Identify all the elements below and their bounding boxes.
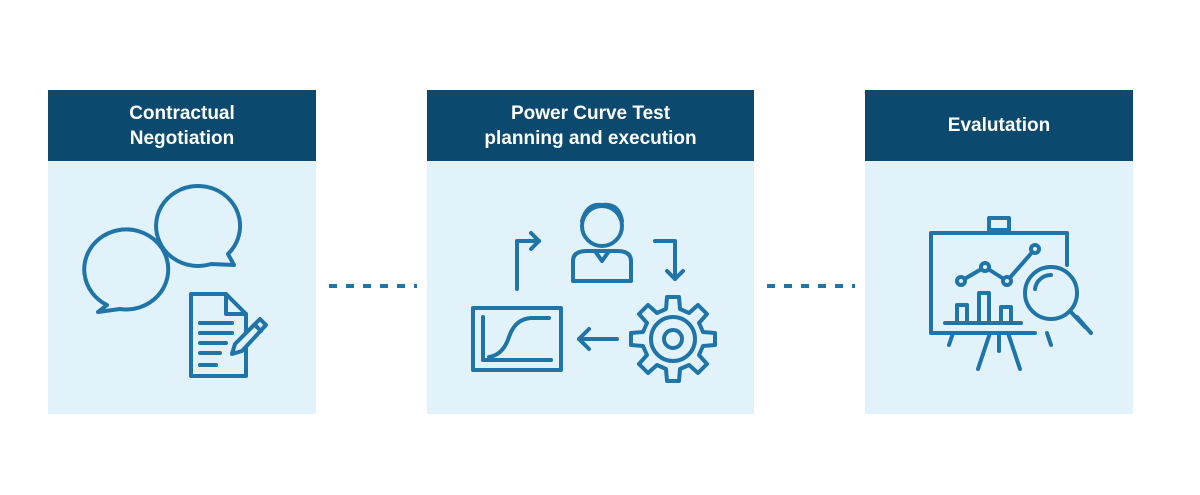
workflow-cycle-icon (427, 161, 754, 414)
dotted-connector (329, 284, 417, 288)
step-title-line1: Power Curve Test (510, 102, 671, 124)
curve-chart-icon (471, 306, 563, 372)
person-icon (571, 202, 633, 283)
magnifier-icon (1023, 265, 1093, 335)
step-card-evalutation: Evalutation (865, 90, 1133, 414)
gear-icon (629, 295, 717, 383)
presentation-analysis-icon (865, 161, 1133, 414)
step-header: Contractual Negotiation (48, 90, 316, 161)
step-title-line2: Negotiation (129, 127, 235, 149)
step-header: Power Curve Test planning and execution (427, 90, 754, 161)
dotted-connector (767, 284, 855, 288)
step-card-contractual-negotiation: Contractual Negotiation (48, 90, 316, 414)
step-header: Evalutation (865, 90, 1133, 161)
speech-bubbles-contract-icon (48, 161, 316, 414)
step-card-power-curve-test: Power Curve Test planning and execution (427, 90, 754, 414)
step-title-line1: Contractual (129, 102, 235, 124)
step-title-line1: Evalutation (947, 115, 1051, 136)
step-title-line2: planning and execution (484, 127, 697, 149)
